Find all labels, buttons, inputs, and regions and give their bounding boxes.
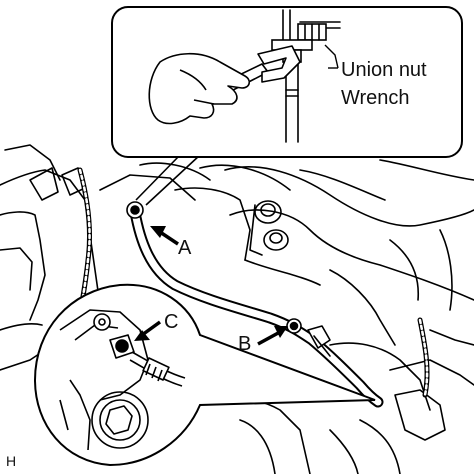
label-b: B bbox=[238, 333, 251, 355]
detail-callout-bottom bbox=[33, 283, 376, 467]
callout-leaders bbox=[324, 44, 339, 69]
label-c: C bbox=[164, 311, 178, 333]
line-clip bbox=[307, 325, 331, 357]
union-nut-a bbox=[126, 201, 144, 219]
bolt-cluster bbox=[249, 200, 289, 256]
figure-corner-label: H bbox=[6, 453, 16, 469]
background-components bbox=[0, 144, 474, 474]
arrow-c bbox=[134, 320, 162, 341]
arrow-a bbox=[150, 226, 179, 246]
union-nut-b bbox=[286, 318, 302, 334]
wrench-label: Wrench bbox=[341, 87, 410, 109]
hand-icon bbox=[148, 52, 251, 125]
detail-callout-top: Union nut Wrench bbox=[111, 6, 463, 158]
label-a: A bbox=[178, 237, 192, 259]
callout-leader-top bbox=[135, 154, 201, 206]
union-nut-label: Union nut bbox=[341, 59, 427, 81]
caliper-detail bbox=[59, 309, 186, 451]
arrow-b bbox=[257, 326, 288, 346]
brake-line bbox=[129, 206, 384, 408]
